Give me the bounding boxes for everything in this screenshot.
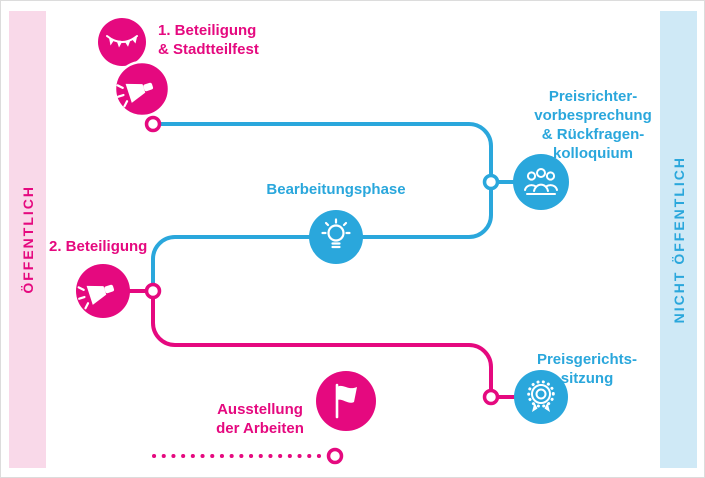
flow-node-1	[144, 115, 162, 133]
flag-badge	[316, 371, 376, 431]
non-public-band: NICHT ÖFFENTLICH	[660, 11, 697, 468]
jury-badge	[513, 154, 569, 210]
step-label-beteiligung-1: 1. Beteiligung & Stadtteilfest	[158, 22, 259, 58]
public-band: ÖFFENTLICH	[9, 11, 46, 468]
flow-line-public	[151, 289, 493, 399]
medal-icon	[527, 380, 555, 412]
flow-line-non-public	[151, 122, 493, 293]
flow-node-4	[482, 388, 500, 406]
flow-node-2	[482, 173, 500, 191]
flow-node-3	[144, 282, 162, 300]
step-label-beteiligung-2: 2. Beteiligung	[49, 238, 148, 255]
lightbulb-icon	[321, 218, 351, 249]
jury-people-icon	[524, 168, 558, 195]
festival-banner-badge	[98, 18, 146, 66]
megaphone-badge-2	[74, 264, 130, 318]
flow-node-5	[326, 447, 344, 465]
step-label-ausstellung: Ausstellung der Arbeiten	[216, 401, 304, 437]
banner-icon	[106, 35, 138, 48]
step-label-bearbeitungsphase: Bearbeitungsphase	[266, 181, 406, 198]
megaphone-badge-1	[113, 60, 171, 118]
idea-badge	[309, 210, 363, 264]
medal-badge	[514, 370, 568, 424]
step-label-preisrichtervorbesprechung: Preisrichter- vorbesprechung & Rückfrage…	[534, 88, 652, 162]
step-label-preisgerichtssitzung: Preisgerichts- sitzung	[536, 351, 638, 387]
flag-icon	[335, 383, 357, 419]
